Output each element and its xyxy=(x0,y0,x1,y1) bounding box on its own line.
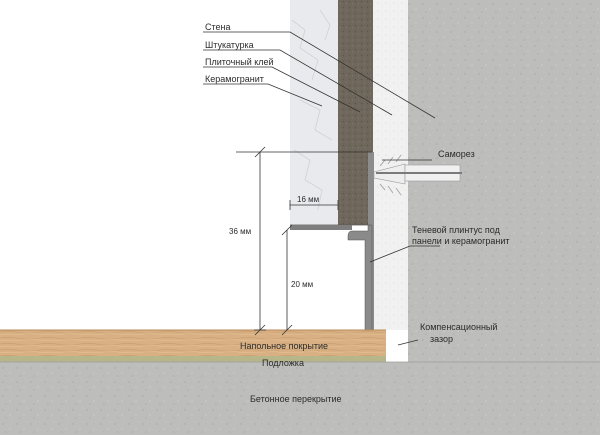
concrete-slab xyxy=(0,362,600,435)
label-underlay: Подложка xyxy=(262,358,304,368)
leader-lines xyxy=(203,31,440,346)
dimension-lines xyxy=(236,146,372,336)
porcelain-tile xyxy=(290,0,338,225)
dim-width-16: 16 мм xyxy=(297,195,319,204)
label-profile-line2: панели и керамогранит xyxy=(412,236,510,246)
label-screw: Саморез xyxy=(438,149,475,159)
label-floor-covering: Напольное покрытие xyxy=(240,341,328,351)
room-space xyxy=(0,0,290,330)
dim-height-20: 20 мм xyxy=(291,280,313,289)
label-profile-line1: Теневой плинтус под xyxy=(412,225,501,235)
tile-adhesive-layer xyxy=(338,0,373,225)
shadow-skirting-profile xyxy=(290,152,374,331)
label-gap-line1: Компенсационный xyxy=(420,322,497,332)
screw-icon xyxy=(373,154,462,196)
label-tile-adhesive: Плиточный клей xyxy=(205,57,274,67)
label-porcelain: Керамогранит xyxy=(205,74,264,84)
label-gap-line2: зазор xyxy=(430,334,453,344)
floor-covering xyxy=(0,330,386,356)
label-plaster: Штукатурка xyxy=(205,40,254,50)
porcelain-marble-veins xyxy=(291,9,333,211)
dim-height-36: 36 мм xyxy=(229,227,251,236)
label-slab: Бетонное перекрытие xyxy=(250,394,342,404)
label-wall: Стена xyxy=(205,22,231,32)
underlay xyxy=(0,356,386,362)
expansion-gap xyxy=(386,330,408,362)
